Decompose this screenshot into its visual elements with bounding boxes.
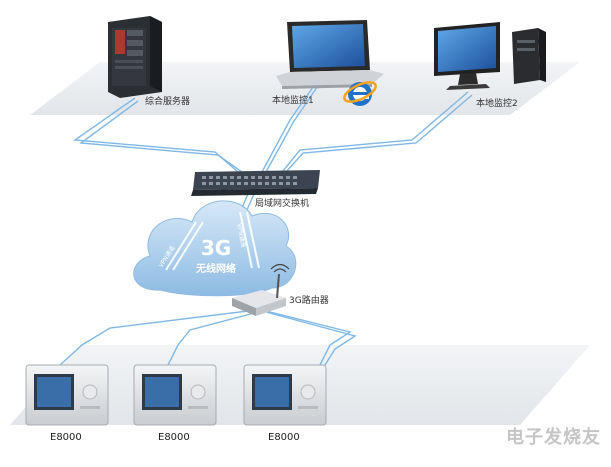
ie-logo-icon [343,81,377,106]
server-icon [108,16,162,98]
switch-label: 局域网交换机 [255,199,310,209]
cloud-3g-label: 3G [201,236,231,260]
e8000-device-icon [133,364,217,426]
device2-label: E8000 [158,432,190,443]
e8000-device-icon [243,364,327,426]
laptop-icon [276,20,384,89]
monitor1-label: 本地监控1 [272,96,314,106]
router-label: 3G路由器 [289,296,329,306]
watermark: 电子发烧友 [506,427,601,448]
wifi-icon [270,263,290,273]
monitor2-label: 本地监控2 [476,99,518,109]
cloud-icon [133,200,297,297]
device1-label: E8000 [50,432,82,443]
network-switch-icon [191,170,320,196]
network-links [59,79,473,366]
device3-label: E8000 [268,432,300,443]
server-label: 综合服务器 [145,97,191,107]
cloud-wireless-label: 无线网络 [195,262,236,275]
router-icon [232,273,286,316]
e8000-device-icon [25,364,109,426]
desktop-pc-icon [434,22,546,90]
